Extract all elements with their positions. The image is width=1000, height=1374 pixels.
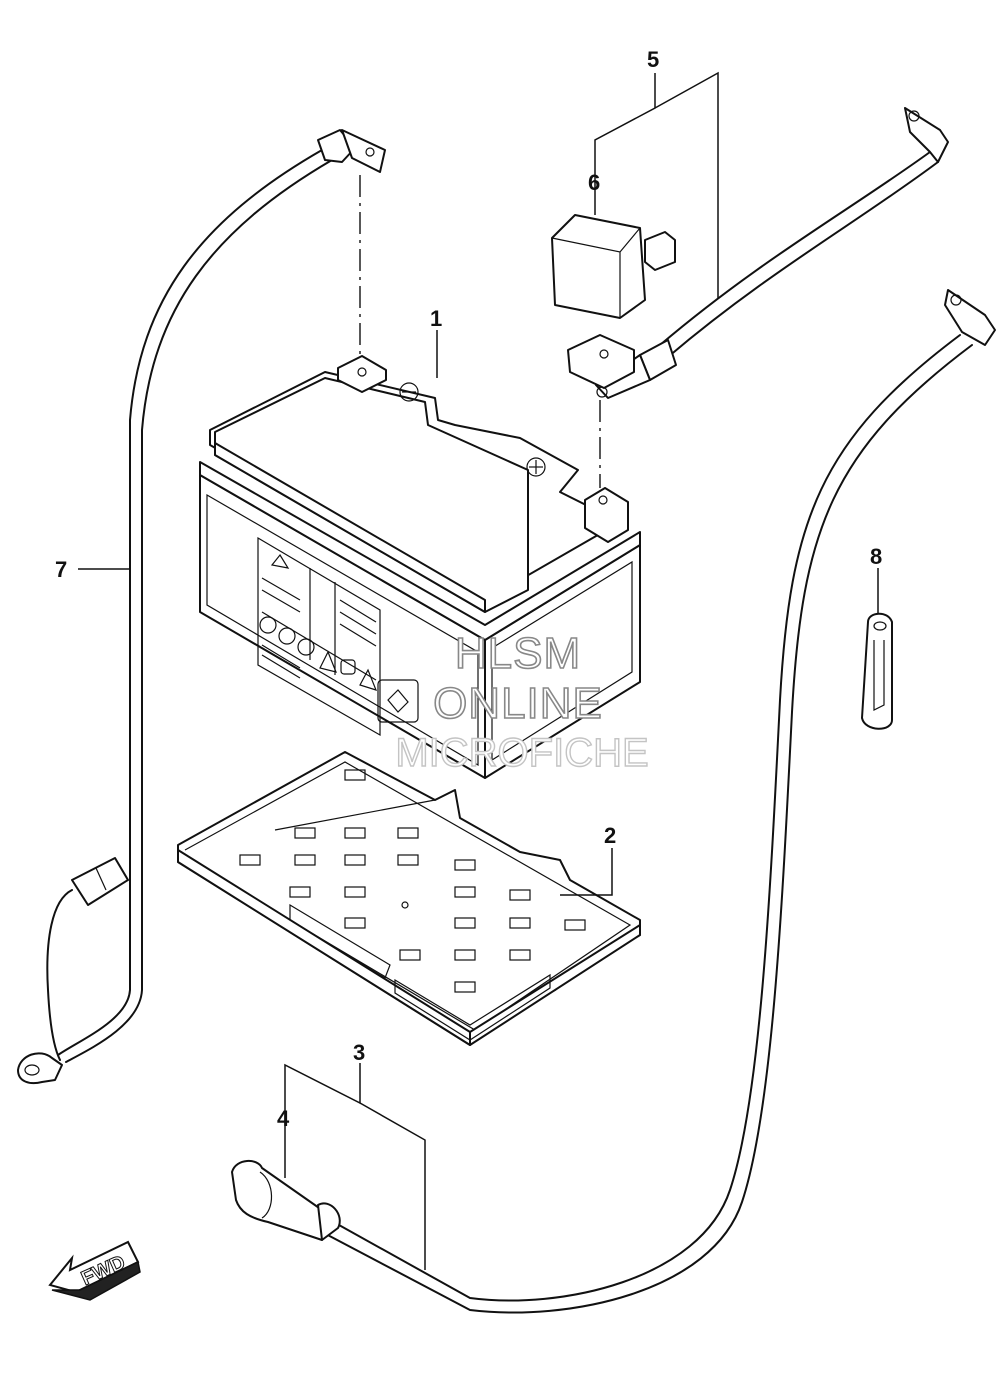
callout-5: 5: [647, 47, 659, 72]
terminal-boot[interactable]: [231, 1160, 341, 1241]
negative-battery-cable[interactable]: [321, 289, 996, 1314]
watermark-line-2: ONLINE: [433, 679, 603, 728]
leader-lines: [78, 71, 879, 1270]
terminal-cover[interactable]: [551, 214, 676, 319]
callout-3: 3: [353, 1040, 365, 1065]
watermark-line-3: MICROFICHE: [395, 731, 648, 775]
callouts: 1 2 3 4 5 6 7 8: [55, 47, 882, 1131]
watermark: HLSM ONLINE MICROFICHE: [395, 628, 650, 776]
ground-lead[interactable]: [17, 129, 386, 1085]
callout-1: 1: [430, 306, 442, 331]
watermark-line-1: HLSM: [455, 629, 581, 678]
battery-tray[interactable]: [177, 751, 641, 1046]
callout-8: 8: [870, 544, 882, 569]
battery[interactable]: [199, 355, 641, 779]
callout-4: 4: [277, 1106, 290, 1131]
battery-strap[interactable]: [861, 612, 893, 730]
positive-battery-cable[interactable]: [567, 107, 949, 399]
callout-2: 2: [604, 823, 616, 848]
callout-6: 6: [588, 170, 600, 195]
callout-7: 7: [55, 557, 67, 582]
forward-arrow-icon: FWD: [48, 1240, 141, 1301]
